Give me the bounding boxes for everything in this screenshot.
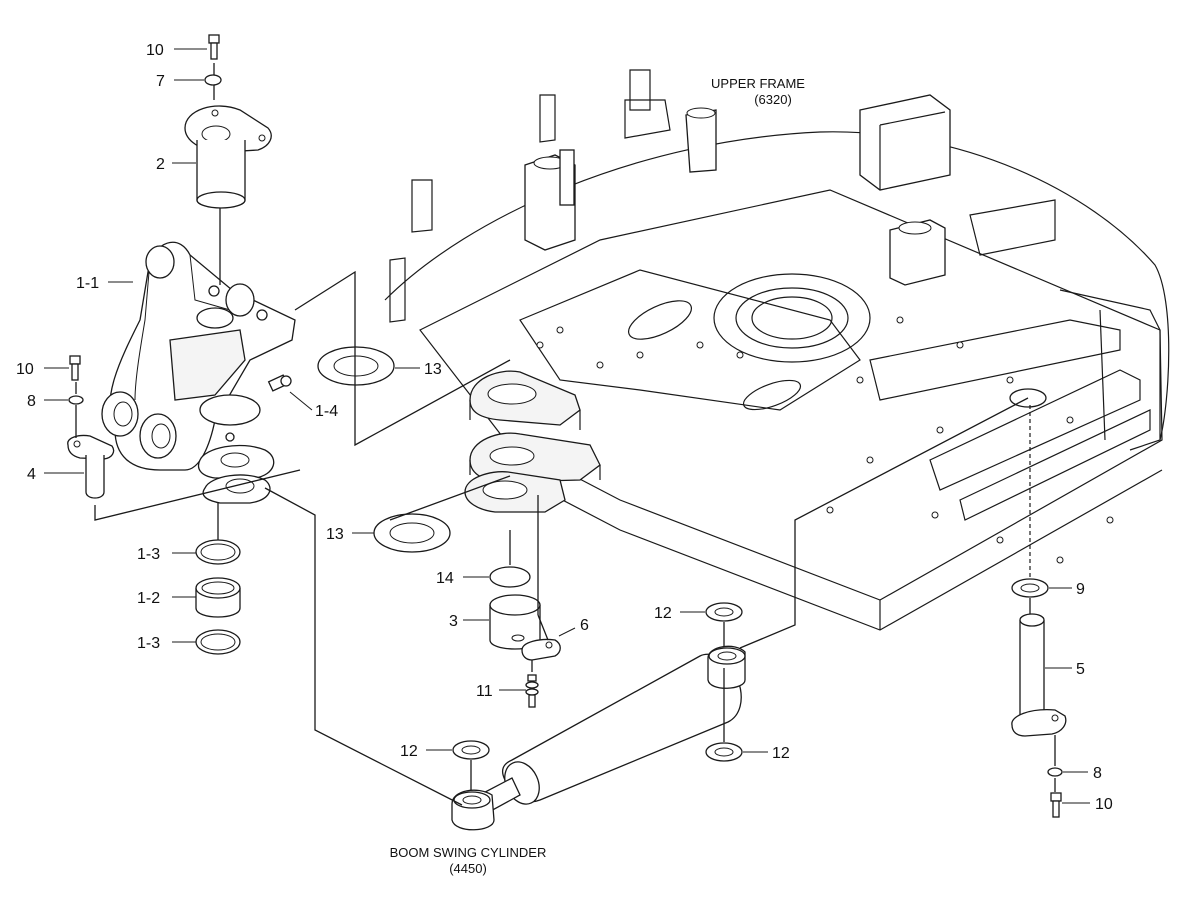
callout-10-top: 10: [146, 42, 164, 59]
callout-11: 11: [476, 683, 493, 700]
washer-8-right: [1047, 767, 1063, 777]
washer-8-left: [68, 395, 84, 405]
callout-10-right: 10: [1095, 796, 1113, 813]
bolt-11: [525, 674, 539, 708]
callout-12-top: 12: [654, 605, 672, 622]
bolt-10-top: [208, 34, 220, 60]
washer-9: [1011, 578, 1049, 598]
boom-swing-cylinder-caption: BOOM SWING CYLINDER: [390, 845, 547, 860]
callout-1-3-lower: 1-3: [137, 635, 160, 652]
pin-5: [1011, 613, 1067, 737]
upper-frame-caption: UPPER FRAME: [711, 76, 805, 91]
callout-10-left: 10: [16, 361, 34, 378]
washer-7: [204, 74, 222, 86]
callout-14: 14: [436, 570, 454, 587]
callout-12-left: 12: [400, 743, 418, 760]
pin-4: [67, 434, 115, 499]
callout-labels: 10 7 2 1-1 10 8 4 1-4 13 13 1-3 1-2 1-3 …: [16, 42, 1113, 813]
leader-lines: [44, 48, 1090, 804]
frame-bolt-holes: [536, 316, 1114, 564]
callout-12-right: 12: [772, 745, 790, 762]
callout-1-3-upper: 1-3: [137, 546, 160, 563]
callout-5: 5: [1076, 661, 1085, 678]
shim-13-lower: [373, 513, 451, 553]
sleeve-2: [184, 105, 272, 209]
callout-6: 6: [580, 617, 589, 634]
bushing-1-2: [195, 577, 241, 618]
boom-swing-cylinder-code: (4450): [449, 861, 487, 876]
callout-7: 7: [156, 73, 165, 90]
upper-frame-code: (6320): [754, 92, 792, 107]
shim-13-upper: [317, 346, 395, 386]
seal-1-3-upper: [195, 539, 241, 565]
callout-1-2: 1-2: [137, 590, 160, 607]
swing-post-1-1: [101, 241, 296, 504]
callout-3: 3: [449, 613, 458, 630]
callout-13-upper: 13: [424, 361, 442, 378]
pin-3: [489, 594, 541, 650]
callout-8-left: 8: [27, 393, 36, 410]
callout-4: 4: [27, 466, 36, 483]
callout-9: 9: [1076, 581, 1085, 598]
boom-swing-cylinder: [451, 645, 746, 831]
bolt-10-left: [69, 355, 81, 381]
grease-fitting-1-4: [267, 374, 292, 392]
upper-frame: [384, 69, 1170, 631]
oring-14: [489, 566, 531, 588]
assembly-lines: [75, 63, 1056, 806]
bolt-10-right: [1050, 792, 1062, 818]
seal-1-3-lower: [195, 629, 241, 655]
plate-6: [521, 638, 561, 661]
callout-13-lower: 13: [326, 526, 344, 543]
callout-1-4: 1-4: [315, 403, 338, 420]
callout-2: 2: [156, 156, 165, 173]
callout-8-right: 8: [1093, 765, 1102, 782]
callout-1-1: 1-1: [76, 275, 99, 292]
